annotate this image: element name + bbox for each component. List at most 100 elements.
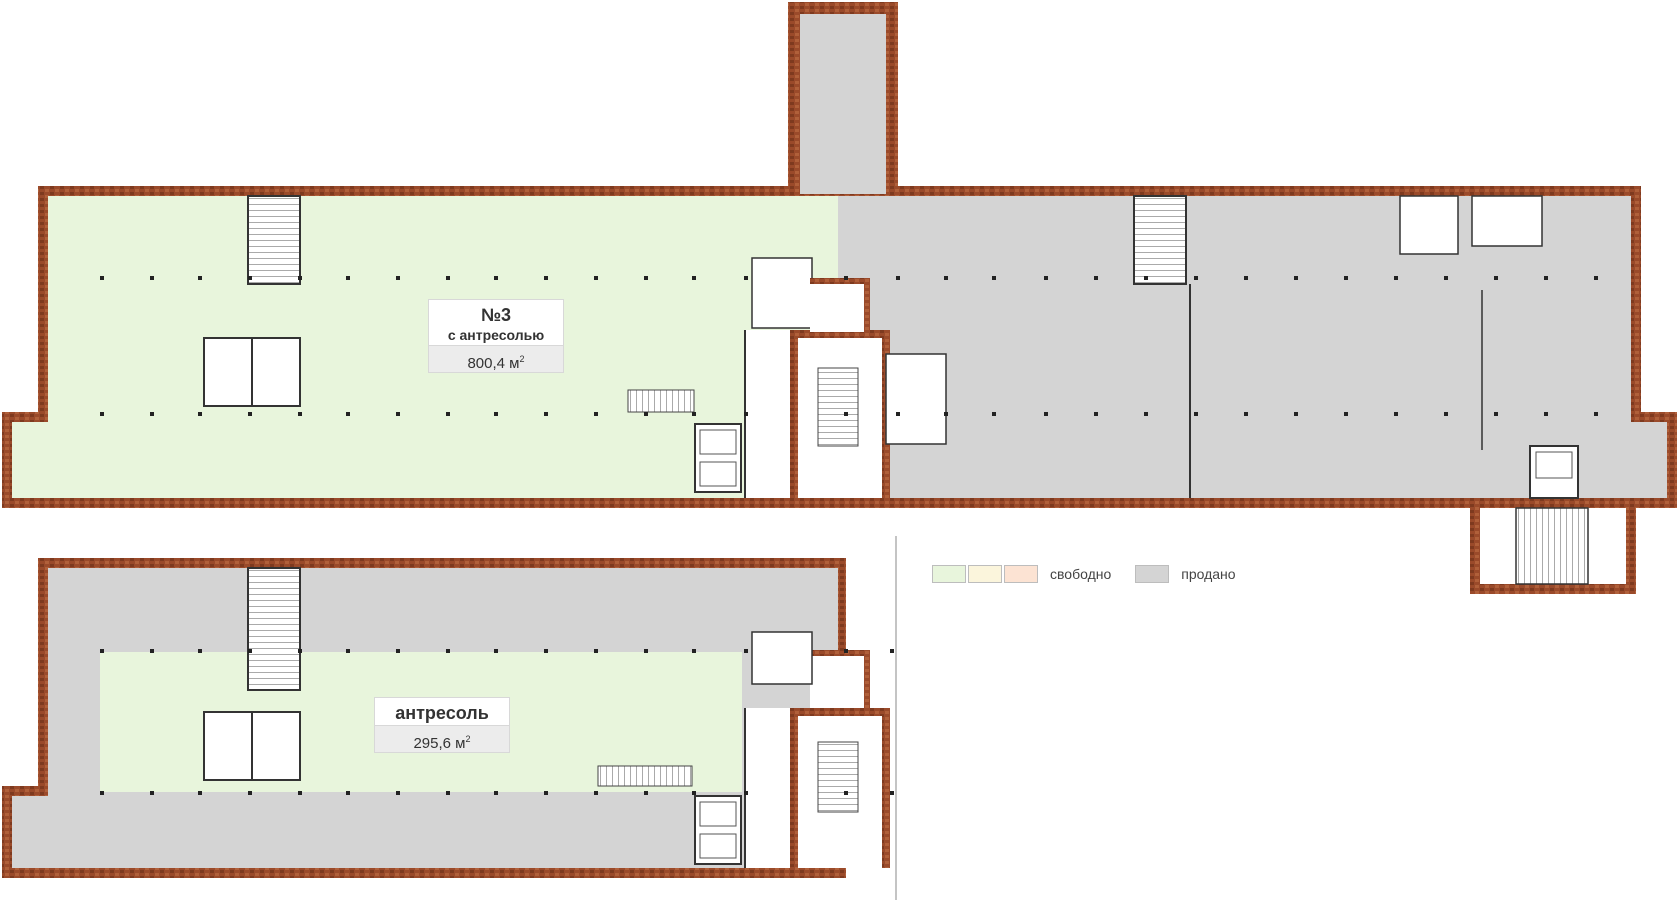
column	[692, 412, 696, 416]
column	[1444, 276, 1448, 280]
unit-3-area: 800,4 м2	[429, 345, 563, 372]
column	[744, 412, 748, 416]
column	[896, 276, 900, 280]
column	[644, 649, 648, 653]
column	[1294, 276, 1298, 280]
column	[844, 649, 848, 653]
mezzanine-elevator-car-1	[699, 801, 737, 827]
mezzanine-vestibule-wall-right	[864, 650, 870, 708]
column	[844, 276, 848, 280]
column	[346, 791, 350, 795]
column	[1444, 412, 1448, 416]
column	[1394, 276, 1398, 280]
column	[644, 791, 648, 795]
columns-mezzanine	[100, 649, 894, 795]
column	[1044, 276, 1048, 280]
column	[494, 276, 498, 280]
column	[1144, 412, 1148, 416]
elevator-east	[1529, 445, 1579, 499]
column	[594, 649, 598, 653]
column	[494, 412, 498, 416]
column	[692, 791, 696, 795]
column	[1544, 412, 1548, 416]
column	[298, 649, 302, 653]
unit-3-number: №3	[480, 305, 512, 325]
column	[1544, 276, 1548, 280]
column	[844, 412, 848, 416]
column	[844, 791, 848, 795]
column	[494, 649, 498, 653]
column	[594, 412, 598, 416]
mezzanine-core-stairs	[817, 741, 859, 813]
column	[594, 791, 598, 795]
column	[1244, 412, 1248, 416]
stair-shaft-center	[1133, 195, 1187, 285]
column	[1094, 276, 1098, 280]
column	[544, 649, 548, 653]
column	[744, 276, 748, 280]
mezzanine-stair-flight	[597, 765, 693, 787]
column	[446, 276, 450, 280]
column	[744, 791, 748, 795]
north-tower-interior	[800, 14, 886, 194]
restroom-block-east-core	[885, 353, 947, 445]
column	[100, 791, 104, 795]
column	[1494, 412, 1498, 416]
column	[992, 276, 996, 280]
column	[1344, 412, 1348, 416]
restroom-block-core	[751, 257, 813, 329]
column	[890, 649, 894, 653]
column	[692, 276, 696, 280]
legend: свободно продано	[932, 564, 1260, 584]
restroom-block-east-2	[1471, 195, 1543, 247]
column	[396, 791, 400, 795]
column	[896, 412, 900, 416]
column	[1394, 412, 1398, 416]
column	[1244, 276, 1248, 280]
legend-free-swatch-yellow	[968, 565, 1002, 583]
core-vestibule	[810, 280, 868, 332]
column	[944, 276, 948, 280]
mezzanine-label[interactable]: антресоль 295,6 м2	[374, 697, 510, 753]
elevator-car-2	[699, 461, 737, 487]
elevator-car-1	[699, 429, 737, 455]
column	[1594, 276, 1598, 280]
column	[1194, 412, 1198, 416]
column	[1044, 412, 1048, 416]
unit-3-west-bay[interactable]	[12, 422, 52, 498]
mezzanine-elevator-shaft	[694, 795, 742, 865]
core-stairs	[817, 367, 859, 447]
legend-free-swatch-orange	[1004, 565, 1038, 583]
mezzanine-restroom-core	[751, 631, 813, 685]
column	[198, 276, 202, 280]
column	[346, 412, 350, 416]
column	[198, 649, 202, 653]
east-wing-interior[interactable]	[1620, 422, 1667, 498]
mezzanine-floor	[2, 536, 897, 900]
elevator-east-car	[1535, 451, 1573, 479]
column	[446, 649, 450, 653]
core-vestibule-walls	[810, 278, 870, 284]
column	[396, 412, 400, 416]
column	[1144, 276, 1148, 280]
columns-upper	[100, 276, 1598, 416]
sold-area-center[interactable]	[838, 196, 1190, 498]
column	[544, 412, 548, 416]
mezzanine-west-bay[interactable]	[12, 796, 52, 868]
column	[248, 412, 252, 416]
unit-3-label[interactable]: №3 с антресолью 800,4 м2	[428, 299, 564, 373]
column	[150, 412, 154, 416]
column	[100, 649, 104, 653]
core-brick-walls	[790, 330, 890, 338]
column	[298, 412, 302, 416]
column	[248, 649, 252, 653]
legend-sold-swatch	[1135, 565, 1170, 583]
column	[692, 649, 696, 653]
column	[298, 276, 302, 280]
column	[446, 412, 450, 416]
column	[1594, 412, 1598, 416]
column	[544, 791, 548, 795]
legend-free-swatch-green	[932, 565, 966, 583]
mezzanine-core-wall-top	[790, 708, 890, 716]
elevator-shaft	[694, 423, 742, 493]
